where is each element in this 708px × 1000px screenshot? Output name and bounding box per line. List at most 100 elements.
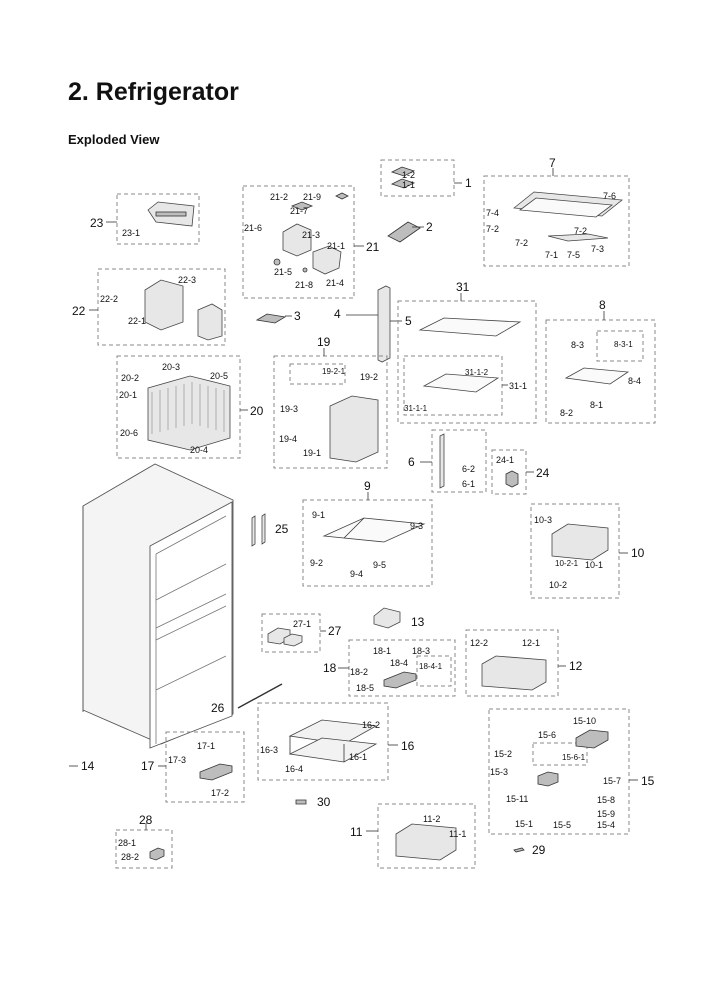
callout-28-2: 28-2: [121, 852, 139, 862]
callout-21-7: 21-7: [290, 206, 308, 216]
callout-18-1: 18-1: [373, 646, 391, 656]
callout-7: 7: [549, 156, 556, 170]
callout-20: 20: [250, 404, 264, 418]
callout-10-1: 10-1: [585, 560, 603, 570]
group-23: 23 23-1: [90, 193, 200, 245]
callout-8: 8: [599, 298, 606, 312]
callout-15-10: 15-10: [573, 716, 596, 726]
callout-16-3: 16-3: [260, 745, 278, 755]
callout-1: 1: [465, 176, 472, 190]
callout-16-1: 16-1: [349, 752, 367, 762]
callout-23-1: 23-1: [122, 228, 140, 238]
group-9: 9 9-1 9-3 9-2 9-5 9-4: [302, 479, 433, 587]
callout-21-3: 21-3: [302, 230, 320, 240]
callout-21: 21: [366, 240, 380, 254]
group-20: 20 20-3 20-2 20-5 20-1 20-6 20-4: [116, 355, 264, 459]
callout-12: 12: [569, 659, 583, 673]
group-28: 28 28-1 28-2: [115, 813, 173, 869]
callout-31-1-2: 31-1-2: [465, 368, 489, 377]
callout-1-1: 1-1: [402, 180, 415, 190]
callout-15-11: 15-11: [506, 794, 528, 804]
callout-15-3: 15-3: [490, 767, 508, 777]
callout-18: 18: [323, 661, 337, 675]
callout-8-4: 8-4: [628, 376, 641, 386]
callout-20-2: 20-2: [121, 373, 139, 383]
group-21: 21 21-2 21-9 21-7 21-6 21-3 21-1 21-5 21…: [242, 185, 380, 299]
group-27: 27-1 27: [261, 613, 342, 653]
group-19: 19 19-2-1 19-2 19-3 19-4 19-1: [273, 335, 388, 469]
callout-7-2c: 7-2: [574, 226, 587, 236]
callout-15-9: 15-9: [597, 809, 615, 819]
part-29: 29: [513, 843, 546, 857]
callout-5: 5: [405, 314, 412, 328]
callout-28: 28: [139, 813, 153, 827]
callout-3: 3: [294, 309, 301, 323]
callout-16-2: 16-2: [362, 720, 380, 730]
callout-22-2: 22-2: [100, 294, 118, 304]
callout-7-4: 7-4: [486, 208, 499, 218]
callout-19-4: 19-4: [279, 434, 297, 444]
callout-15-7: 15-7: [603, 776, 621, 786]
callout-18-4-1: 18-4-1: [419, 662, 443, 671]
group-16: 16-2 16-3 16-1 16-4 16: [257, 702, 415, 781]
callout-19-1: 19-1: [303, 448, 321, 458]
part-4-5: 4 5: [334, 285, 412, 363]
callout-16-4: 16-4: [285, 764, 303, 774]
callout-25: 25: [275, 522, 289, 536]
group-17: 17-1 17-3 17-2 17: [141, 731, 245, 803]
callout-19: 19: [317, 335, 331, 349]
callout-10-3: 10-3: [534, 515, 552, 525]
group-24: 24-1 24: [491, 449, 550, 495]
callout-27: 27: [328, 624, 342, 638]
refrigerator-cabinet: [82, 463, 234, 749]
callout-15-6: 15-6: [538, 730, 556, 740]
callout-15-4: 15-4: [597, 820, 615, 830]
callout-22-1: 22-1: [128, 316, 146, 326]
callout-2: 2: [426, 220, 433, 234]
callout-21-1: 21-1: [327, 241, 345, 251]
group-6: 6 6-2 6-1: [408, 429, 487, 493]
callout-15-6-1: 15-6-1: [562, 753, 586, 762]
callout-21-9: 21-9: [303, 192, 321, 202]
callout-20-4: 20-4: [190, 445, 208, 455]
callout-20-5: 20-5: [210, 371, 228, 381]
callout-27-1: 27-1: [293, 619, 311, 629]
callout-17-1: 17-1: [197, 741, 215, 751]
callout-9-3: 9-3: [410, 521, 423, 531]
callout-19-2-1: 19-2-1: [322, 367, 346, 376]
callout-23: 23: [90, 216, 104, 230]
callout-26: 26: [211, 701, 225, 715]
callout-21-2: 21-2: [270, 192, 288, 202]
callout-7-1: 7-1: [545, 250, 558, 260]
callout-11-1: 11-1: [449, 829, 466, 839]
section-subtitle: Exploded View: [68, 132, 160, 147]
callout-6-2: 6-2: [462, 464, 475, 474]
group-31: 31 31-1-2 31-1 31-1-1: [397, 280, 537, 424]
callout-15: 15: [641, 774, 655, 788]
callout-19-2: 19-2: [360, 372, 378, 382]
callout-28-1: 28-1: [118, 838, 136, 848]
callout-17-2: 17-2: [211, 788, 229, 798]
callout-21-4: 21-4: [326, 278, 344, 288]
callout-22-3: 22-3: [178, 275, 196, 285]
callout-9-4: 9-4: [350, 569, 363, 579]
callout-18-4: 18-4: [390, 658, 408, 668]
callout-18-2: 18-2: [350, 667, 368, 677]
group-1: 1-2 1-1 1: [380, 159, 472, 197]
callout-8-1: 8-1: [590, 400, 603, 410]
callout-11: 11: [350, 825, 363, 839]
callout-4: 4: [334, 307, 341, 321]
part-25: 25: [251, 513, 289, 547]
callout-24-1: 24-1: [496, 455, 514, 465]
group-11: 11-2 11-1 11: [350, 803, 476, 869]
part-3: 3: [255, 309, 301, 324]
callout-7-3: 7-3: [591, 244, 604, 254]
group-7: 7 7-6 7-4 7-2 7-2 7-2 7-1 7-5 7-3: [483, 156, 630, 267]
callout-6: 6: [408, 455, 415, 469]
group-8: 8 8-3 8-3-1 8-4 8-1 8-2: [545, 298, 656, 424]
callout-20-6: 20-6: [120, 428, 138, 438]
callout-22: 22: [72, 304, 86, 318]
part-2: 2: [387, 220, 433, 243]
callout-14: 14: [81, 759, 95, 773]
callout-7-6: 7-6: [603, 191, 616, 201]
